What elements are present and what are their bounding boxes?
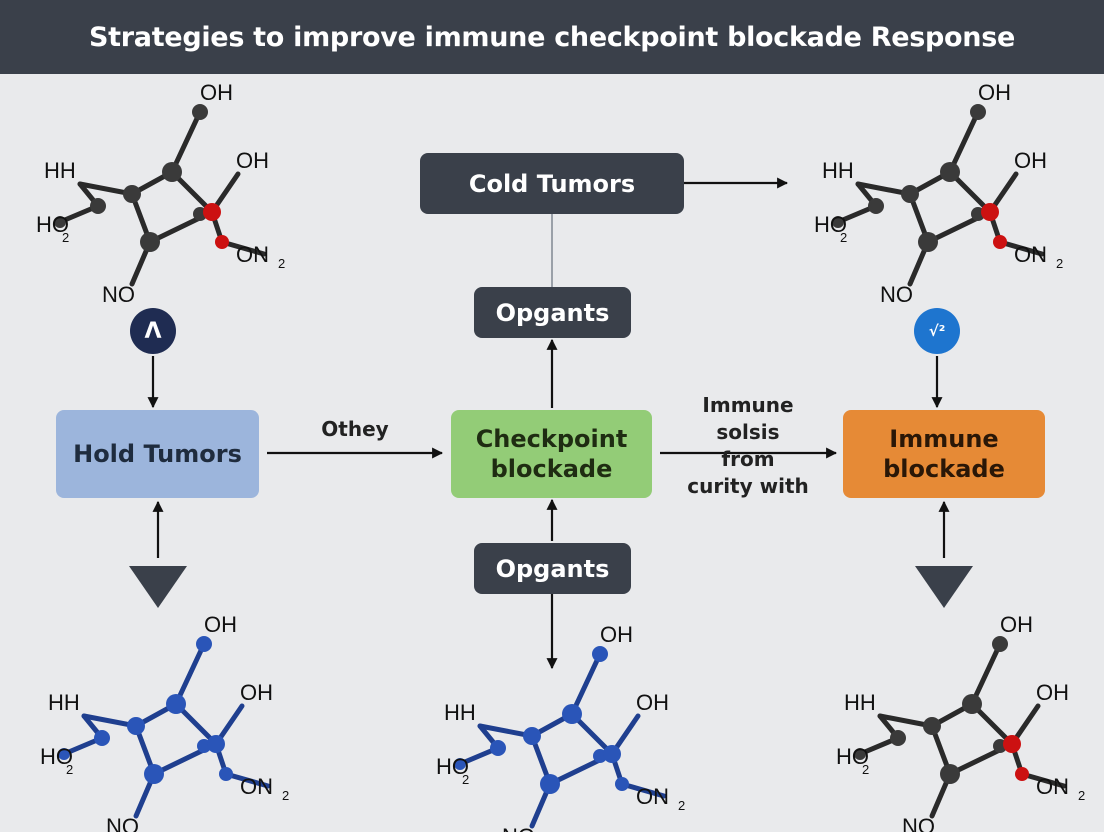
badge-left-icon: Λ	[130, 308, 176, 354]
node-hold-tumors: Hold Tumors	[56, 410, 259, 498]
node-opgants-bottom: Opgants	[474, 543, 631, 594]
node-immune-blockade-label: Immune blockade	[883, 425, 1005, 483]
badge-left-symbol: Λ	[144, 318, 162, 344]
triangle-right	[915, 566, 973, 608]
node-opgants-bottom-label: Opgants	[495, 554, 610, 583]
node-hold-tumors-label: Hold Tumors	[73, 440, 242, 468]
node-opgants-top-label: Opgants	[495, 298, 610, 327]
triangle-left	[129, 566, 187, 608]
badge-right-symbol: √²	[928, 322, 946, 340]
header-bar: Strategies to improve immune checkpoint …	[0, 0, 1104, 74]
edge-label-hold-checkpoint: Othey	[321, 417, 389, 441]
node-cold-tumors-label: Cold Tumors	[468, 169, 636, 198]
page-title: Strategies to improve immune checkpoint …	[89, 21, 1015, 53]
edge-label-checkpoint-immune: Immune solsis from curity with	[687, 393, 809, 498]
node-immune-blockade: Immune blockade	[843, 410, 1045, 498]
node-checkpoint-blockade-label: Checkpoint blockade	[475, 425, 628, 483]
badge-right-icon: √²	[914, 308, 960, 354]
node-opgants-top: Opgants	[474, 287, 631, 338]
node-checkpoint-blockade: Checkpoint blockade	[451, 410, 652, 498]
node-cold-tumors: Cold Tumors	[420, 153, 684, 214]
